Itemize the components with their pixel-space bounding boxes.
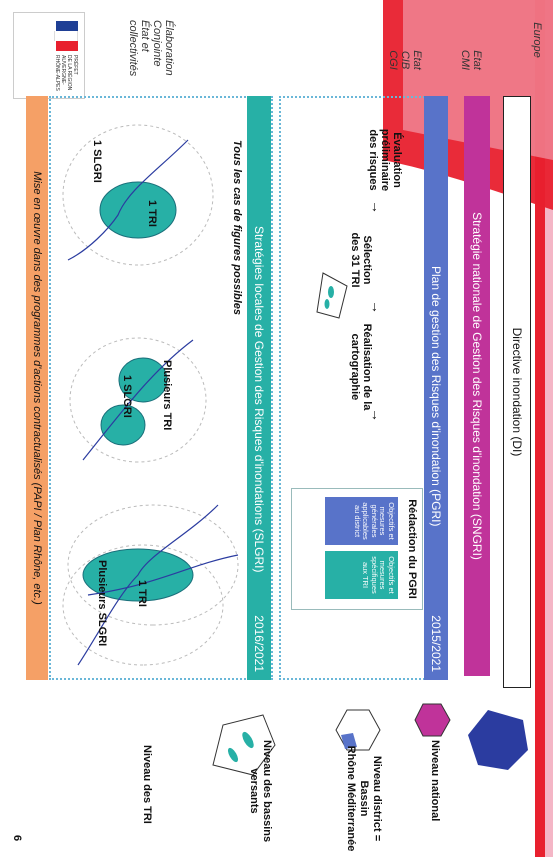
footer-banner: Mise en œuvre dans des programmes d'acti… <box>26 96 48 680</box>
case2-slgri: 1 SLGRI <box>121 375 133 418</box>
case1-tri: 1 TRI <box>146 200 158 227</box>
pgri-years: 2015/2021 <box>429 615 443 672</box>
sngri-bar: Stratégie nationale de Gestion des Risqu… <box>464 96 490 676</box>
slgri-title: Stratégies locales de Gestion des Risque… <box>252 226 266 573</box>
arrow-right-icon: → <box>369 200 385 214</box>
case2-diagram <box>69 337 207 463</box>
tri-map-icon <box>316 272 348 319</box>
slgri-years: 2016/2021 <box>252 615 266 672</box>
france-map-icon <box>468 710 528 770</box>
district-hexagon-icon <box>335 709 381 751</box>
case1-slgri: 1 SLGRI <box>91 140 103 183</box>
level-europe: Europe <box>531 22 543 58</box>
case2-tri: Plusieurs TRI <box>161 360 173 431</box>
case3-slgri: Plusieurs SLGRI <box>96 560 108 647</box>
case3-tri: 1 TRI <box>136 580 148 607</box>
redaction-title: Rédaction du PGRI <box>406 499 418 599</box>
page-number: 6 <box>11 835 23 842</box>
pgri-bar: Plan de gestion des Risques d'inondation… <box>424 96 448 680</box>
directive-bar: Directive inondation (DI) <box>503 96 531 688</box>
slgri-bar: Stratégies locales de Gestion des Risque… <box>247 96 271 680</box>
bassin-map-icon <box>212 714 276 776</box>
pgri-title: Plan de gestion des Risques d'inondation… <box>429 266 443 527</box>
marianne-flag-icon <box>54 21 78 51</box>
case3-diagram <box>62 504 239 666</box>
cases-title: Tous les cas de figures possibles <box>231 140 243 316</box>
arrow-right-icon-3: → <box>369 408 385 422</box>
case1-diagram <box>62 124 214 266</box>
label-national: Niveau national <box>429 740 441 822</box>
arrow-right-icon-2: → <box>369 300 385 314</box>
label-tri: Niveau des TRI <box>141 745 153 824</box>
hexagon-icon <box>414 703 451 737</box>
